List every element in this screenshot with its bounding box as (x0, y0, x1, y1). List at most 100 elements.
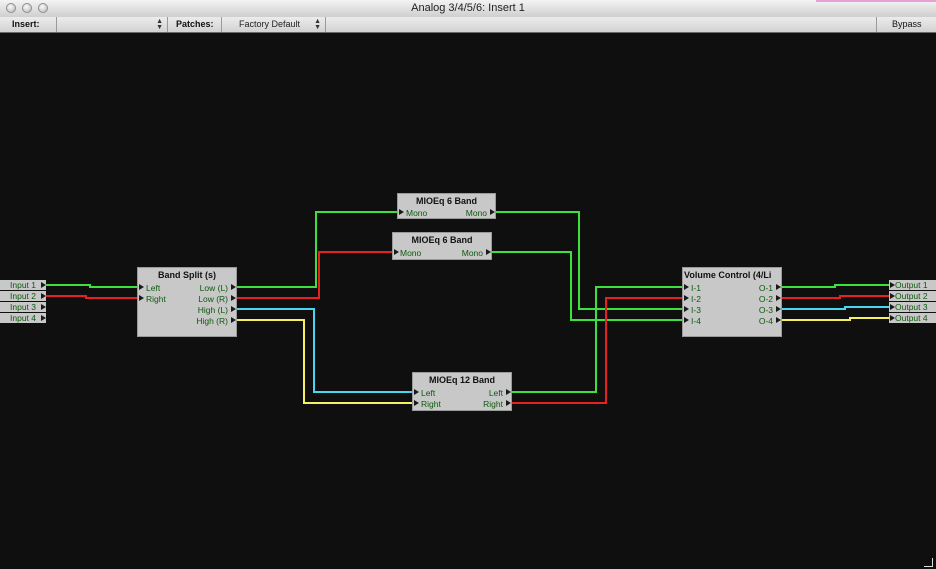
module-title: MIOEq 6 Band (415, 196, 477, 206)
port-arrow-icon (684, 295, 689, 301)
minimize-button[interactable] (22, 3, 32, 13)
volume-out-3[interactable]: O-3 (758, 305, 773, 315)
output-port-1[interactable]: Output 1 (889, 280, 936, 290)
band-split-module[interactable]: Band Split (s) Left Right Low (L) Low (R… (137, 267, 237, 337)
insert-label: Insert: (12, 19, 40, 29)
zoom-button[interactable] (38, 3, 48, 13)
bypass-button[interactable]: Bypass (892, 19, 922, 29)
band-split-in-right[interactable]: Right (146, 294, 166, 304)
wire-o1-output1[interactable] (781, 284, 890, 288)
resize-grip-icon[interactable] (924, 558, 933, 567)
module-title: Band Split (s) (158, 270, 216, 280)
volume-out-4[interactable]: O-4 (758, 316, 773, 326)
patches-label: Patches: (176, 19, 214, 29)
port-arrow-icon (890, 293, 895, 299)
title-accent (816, 0, 936, 2)
port-arrow-icon (506, 389, 511, 395)
volume-in-4[interactable]: I-4 (691, 316, 701, 326)
port-arrow-icon (414, 400, 419, 406)
port-arrow-icon (776, 295, 781, 301)
eq12-out-left[interactable]: Left (488, 388, 503, 398)
wire-eq6b-i4[interactable] (491, 251, 684, 321)
band-split-out-high-l[interactable]: High (L) (197, 305, 228, 315)
patches-select[interactable]: Factory Default ▲▼ (222, 18, 325, 31)
band-split-out-high-r[interactable]: High (R) (196, 316, 228, 326)
port-arrow-icon (139, 284, 144, 290)
eq6-band-module-a[interactable]: MIOEq 6 Band Mono Mono (397, 193, 496, 219)
wire-eq12r-i2[interactable] (511, 297, 684, 404)
wire-o2-output2[interactable] (781, 295, 890, 299)
volume-in-2[interactable]: I-2 (691, 294, 701, 304)
output-port-4[interactable]: Output 4 (889, 313, 936, 323)
volume-control-module[interactable]: Volume Control (4/Li I-1 I-2 I-3 I-4 O-1… (682, 267, 782, 337)
toolbar: Insert: ▲▼ Patches: Factory Default ▲▼ B… (0, 17, 936, 33)
eq12-in-right[interactable]: Right (421, 399, 441, 409)
patches-value: Factory Default (239, 19, 301, 29)
port-arrow-icon (684, 284, 689, 290)
eq6a-out-mono[interactable]: Mono (465, 208, 487, 218)
port-arrow-icon (399, 209, 404, 215)
eq6b-in-mono[interactable]: Mono (400, 248, 422, 258)
volume-out-1[interactable]: O-1 (758, 283, 773, 293)
wire-input2-right[interactable] (46, 295, 140, 299)
band-split-out-low-l[interactable]: Low (L) (199, 283, 228, 293)
wire-lowl-eq6a[interactable] (236, 211, 398, 288)
eq6-band-module-b[interactable]: MIOEq 6 Band Mono Mono (392, 232, 492, 260)
port-arrow-icon (139, 295, 144, 301)
insert-select[interactable]: ▲▼ (57, 18, 167, 31)
port-arrow-icon (684, 306, 689, 312)
eq6b-out-mono[interactable]: Mono (461, 248, 483, 258)
port-arrow-icon (41, 304, 46, 310)
band-split-out-low-r[interactable]: Low (R) (198, 294, 228, 304)
output-port-2[interactable]: Output 2 (889, 291, 936, 301)
eq12-in-left[interactable]: Left (421, 388, 436, 398)
port-arrow-icon (231, 306, 236, 312)
window-title: Analog 3/4/5/6: Insert 1 (411, 2, 525, 14)
input-port-4[interactable]: Input 4 (0, 313, 46, 323)
port-arrow-icon (41, 315, 46, 321)
wire-o3-output3[interactable] (781, 306, 890, 310)
port-arrow-icon (890, 282, 895, 288)
port-arrow-icon (890, 315, 895, 321)
volume-in-1[interactable]: I-1 (691, 283, 701, 293)
input-port-3[interactable]: Input 3 (0, 302, 46, 312)
eq6a-in-mono[interactable]: Mono (406, 208, 428, 218)
module-title: MIOEq 12 Band (428, 375, 495, 385)
eq12-band-module[interactable]: MIOEq 12 Band Left Right Left Right (412, 372, 512, 411)
port-arrow-icon (231, 295, 236, 301)
volume-in-3[interactable]: I-3 (691, 305, 701, 315)
port-arrow-icon (231, 317, 236, 323)
band-split-in-left[interactable]: Left (146, 283, 161, 293)
wire-o4-output4[interactable] (781, 317, 890, 321)
output-port-3[interactable]: Output 3 (889, 302, 936, 312)
module-title: Volume Control (4/Li (684, 270, 772, 280)
wire-eq6a-i3[interactable] (495, 211, 684, 310)
port-arrow-icon (41, 282, 46, 288)
module-title: MIOEq 6 Band (411, 235, 473, 245)
chevron-updown-icon: ▲▼ (156, 18, 163, 31)
wire-input1-left[interactable] (46, 284, 140, 288)
port-arrow-icon (684, 317, 689, 323)
input-port-2[interactable]: Input 2 (0, 291, 46, 301)
port-arrow-icon (890, 304, 895, 310)
wire-highl-eq12[interactable] (236, 308, 413, 393)
port-arrow-icon (486, 249, 491, 255)
close-button[interactable] (6, 3, 16, 13)
port-arrow-icon (776, 317, 781, 323)
port-arrow-icon (776, 284, 781, 290)
wire-eq12l-i1[interactable] (511, 286, 684, 393)
port-arrow-icon (414, 389, 419, 395)
input-port-1[interactable]: Input 1 (0, 280, 46, 290)
chevron-updown-icon: ▲▼ (314, 18, 321, 31)
port-arrow-icon (506, 400, 511, 406)
wire-lowr-eq6b[interactable] (236, 251, 393, 299)
port-arrow-icon (776, 306, 781, 312)
eq12-out-right[interactable]: Right (483, 399, 503, 409)
volume-out-2[interactable]: O-2 (758, 294, 773, 304)
wire-highr-eq12[interactable] (236, 319, 413, 404)
port-arrow-icon (394, 249, 399, 255)
port-arrow-icon (231, 284, 236, 290)
port-arrow-icon (490, 209, 495, 215)
